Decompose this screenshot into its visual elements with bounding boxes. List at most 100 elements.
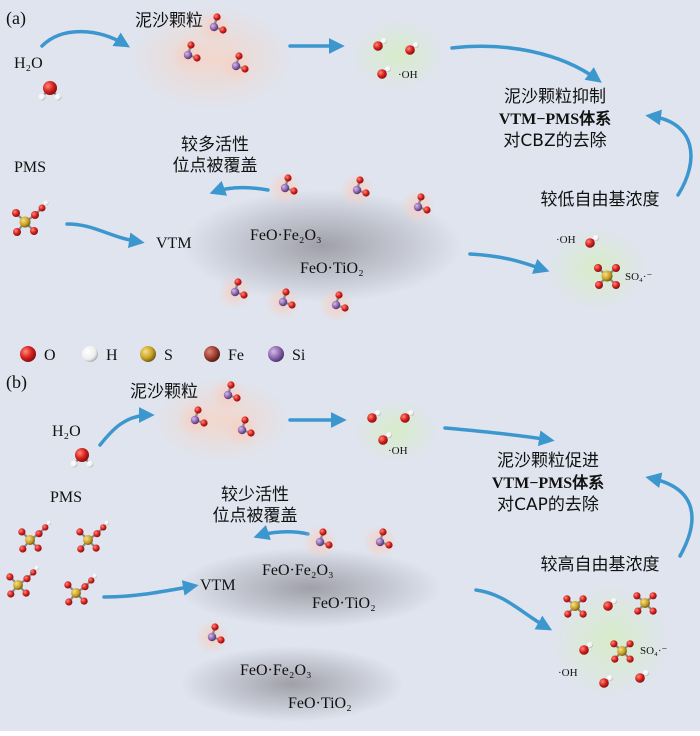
flow-arrow bbox=[450, 44, 602, 83]
sediment-particle bbox=[211, 378, 245, 412]
oxygen-atom bbox=[213, 13, 221, 21]
sites-line-1: 较多活性 bbox=[181, 135, 249, 155]
oxygen-atom bbox=[377, 69, 387, 79]
oxygen-atom bbox=[594, 264, 602, 272]
oxygen-atom bbox=[626, 655, 634, 663]
pms-molecule bbox=[18, 520, 52, 553]
hydroxyl-radical bbox=[585, 235, 599, 248]
phase-feo-fe2o3: FeO·Fe₂O₃ bbox=[262, 562, 334, 579]
sulfate-radical bbox=[594, 264, 620, 289]
effect-line-3: 对CAP的去除 bbox=[497, 495, 599, 515]
oxygen-atom bbox=[564, 610, 572, 618]
oxygen-atom bbox=[241, 65, 249, 73]
molecules-layer bbox=[6, 10, 657, 688]
oxygen-atom bbox=[81, 583, 89, 591]
silicon-atom bbox=[231, 61, 241, 71]
oxygen-atom bbox=[7, 590, 15, 598]
oxygen-atom bbox=[193, 54, 201, 62]
sediment-particle bbox=[303, 525, 337, 559]
silicon-atom bbox=[278, 297, 288, 307]
sulfur-legend-swatch bbox=[140, 346, 156, 362]
pms-label: PMS bbox=[14, 159, 46, 176]
legend-item: Si bbox=[268, 346, 306, 364]
silicon-atom bbox=[190, 415, 200, 425]
water-molecule bbox=[70, 448, 94, 468]
legend-label: H bbox=[106, 347, 118, 364]
pms-molecule bbox=[6, 565, 40, 598]
oxygen-atom bbox=[626, 640, 634, 648]
oxygen-atom bbox=[19, 545, 27, 553]
oxygen-atom bbox=[43, 81, 57, 95]
phase-feo-tio2: FeO·TiO₂ bbox=[300, 260, 364, 277]
sulfate-radical-label: SO₄·⁻ bbox=[640, 645, 668, 657]
oxygen-atom bbox=[325, 541, 333, 549]
oxygen-atom bbox=[93, 530, 101, 538]
sulfate-radical-label: SO₄·⁻ bbox=[625, 271, 653, 283]
hydrogen-atom bbox=[385, 66, 391, 72]
panel-a: (a) 泥沙颗粒 H₂O ·OH 泥沙颗粒抑制 VTM−PMS体系 对CBZ的去… bbox=[6, 6, 660, 310]
sediment-particle bbox=[195, 620, 229, 654]
hydrogen-atom bbox=[611, 598, 617, 604]
silicon-atom bbox=[352, 185, 362, 195]
pms-molecule bbox=[12, 200, 49, 236]
oxygen-atom bbox=[634, 607, 642, 615]
particle-cloud-glow bbox=[130, 6, 294, 110]
oxygen-atom bbox=[612, 264, 620, 272]
hydrogen-atom bbox=[43, 200, 49, 206]
oxygen-atom bbox=[31, 211, 39, 219]
hydrogen-atom bbox=[86, 460, 94, 468]
oxygen-atom bbox=[611, 655, 619, 663]
sites-line-2: 位点被覆盖 bbox=[213, 506, 298, 526]
radical-glow bbox=[352, 20, 444, 90]
particle-cloud-glow bbox=[154, 378, 290, 462]
oxygen-atom bbox=[579, 610, 587, 618]
silicon-atom bbox=[331, 300, 341, 310]
oxygen-atom bbox=[35, 530, 43, 538]
oxygen-atom bbox=[75, 448, 89, 462]
oh-radical-label: ·OH bbox=[388, 445, 408, 457]
hydrogen-atom bbox=[587, 642, 593, 648]
silicon-atom bbox=[207, 632, 217, 642]
oxygen-atom bbox=[612, 281, 620, 289]
sulfur-atom bbox=[83, 535, 93, 545]
oxygen-atom bbox=[603, 601, 613, 611]
sulfur-atom bbox=[25, 535, 35, 545]
oxygen-atom bbox=[217, 636, 225, 644]
flow-arrow bbox=[443, 426, 555, 447]
legend-label: Si bbox=[292, 347, 306, 364]
oxygen-atom bbox=[379, 528, 387, 536]
sulfate-radical bbox=[633, 592, 657, 615]
oxygen-atom bbox=[200, 419, 208, 427]
hydrogen-atom bbox=[408, 410, 414, 416]
oxygen-atom bbox=[633, 592, 641, 600]
hydrogen-atom bbox=[643, 670, 649, 676]
flow-arrow bbox=[468, 252, 550, 274]
oxygen-atom bbox=[88, 577, 95, 584]
flow-arrow bbox=[98, 407, 155, 447]
sediment-particle bbox=[266, 285, 300, 319]
sulfate-radical bbox=[563, 595, 587, 618]
hydroxyl-radical bbox=[367, 410, 381, 423]
water-label: H₂O bbox=[52, 423, 81, 440]
legend-label: S bbox=[164, 347, 173, 364]
sediment-particle bbox=[219, 49, 253, 83]
legend-item: H bbox=[82, 346, 118, 364]
phase-feo-fe2o3: FeO·Fe₂O₃ bbox=[240, 662, 312, 679]
pms-label: PMS bbox=[50, 489, 82, 506]
oxygen-atom bbox=[335, 291, 343, 299]
hydrogen-atom bbox=[386, 432, 392, 438]
hydroxyl-radical bbox=[579, 642, 593, 655]
silicon-atom bbox=[230, 287, 240, 297]
oxygen-atom bbox=[356, 176, 364, 184]
flow-arrow bbox=[474, 588, 553, 631]
oxygen-atom bbox=[65, 598, 73, 606]
silicon-atom bbox=[183, 50, 193, 60]
effect-line-1: 泥沙颗粒抑制 bbox=[504, 87, 606, 107]
oxygen-atom bbox=[92, 544, 100, 552]
hydrogen-atom bbox=[375, 410, 381, 416]
oxygen-atom bbox=[341, 304, 349, 312]
oxygen-atom bbox=[649, 592, 657, 600]
silicon-atom bbox=[413, 202, 423, 212]
oxygen-atom bbox=[367, 413, 377, 423]
oxygen-atom bbox=[599, 678, 609, 688]
